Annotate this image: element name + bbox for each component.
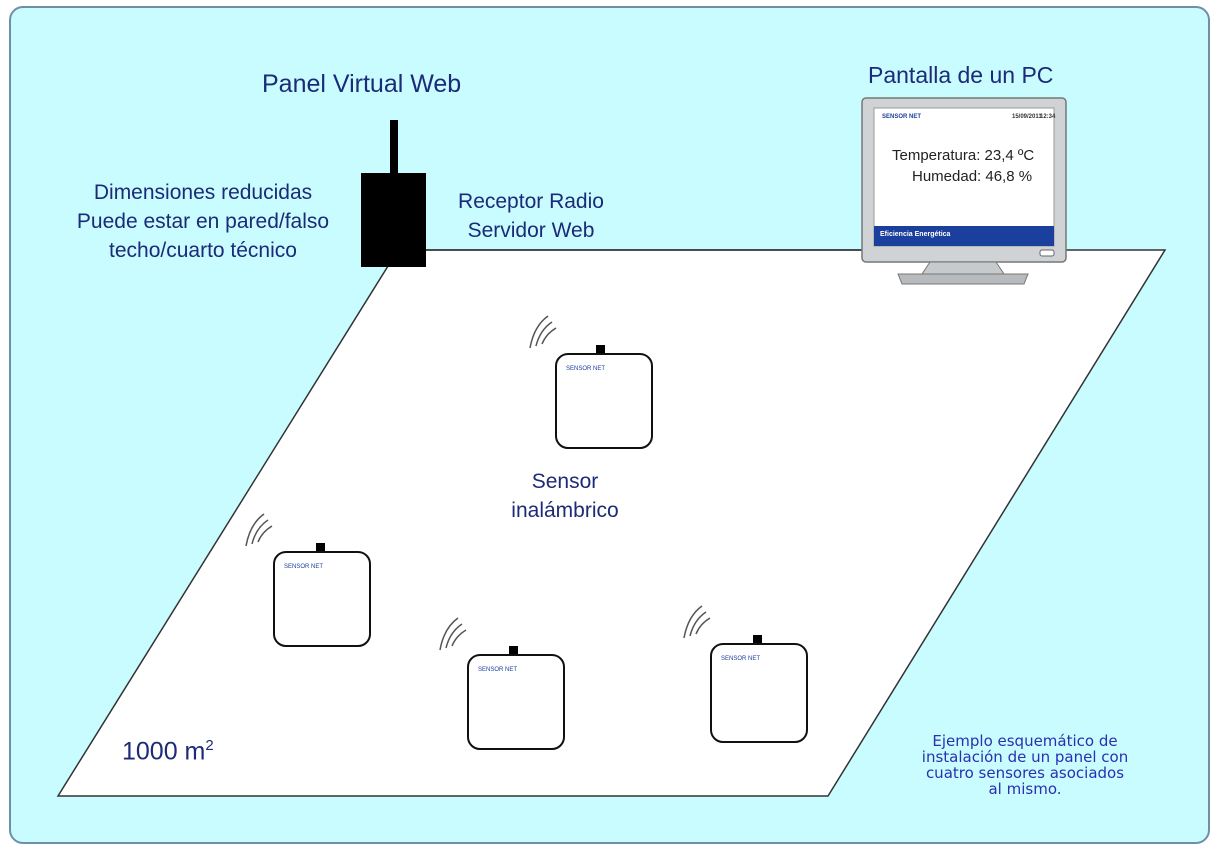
pc-time: 12:34 [1040,114,1056,120]
sensor-middle [467,646,565,750]
pc-date: 15/09/2011 [1012,114,1042,120]
sensor-label: Sensor inalámbrico [490,467,640,525]
panel-desc-line: techo/cuarto técnico [109,239,297,262]
sensor-brand: SENSOR NET [721,656,761,662]
pc-footer-title: Eficiencia Energética [880,231,951,238]
panel-description: Dimensiones reducidas Puede estar en par… [48,178,358,265]
radio-waves-middle [439,617,467,651]
panel-antenna [390,120,398,174]
radio-waves-top [529,315,557,349]
caption-line: al mismo. [988,780,1062,798]
receiver-label: Receptor Radio Servidor Web [432,187,630,245]
area-exponent: 2 [205,737,214,754]
pc-brand: SENSOR NET [882,114,922,120]
sensor-brand: SENSOR NET [284,564,324,570]
panel-desc-line: Puede estar en pared/falso [76,210,330,233]
radio-waves-right [683,605,711,639]
pc-humidity: Humedad: 46,8 % [912,168,1033,185]
radio-waves-left [245,513,273,547]
pc-temperature: Temperatura: 23,4 ºC [892,147,1035,164]
caption-line: cuatro sensores asociados [925,764,1125,782]
panel-box [361,173,426,267]
caption-line: instalación de un panel con [921,748,1129,766]
sensor-right [710,635,808,743]
panel-title: Panel Virtual Web [262,70,462,98]
area-value: 1000 m [122,737,206,766]
panel-desc-line: Dimensiones reducidas [93,181,313,204]
area-label: 1000 m2 [122,737,214,766]
sensor-brand: SENSOR NET [566,366,606,372]
sensor-label-line: inalámbrico [511,499,619,522]
receiver-line: Servidor Web [467,219,595,242]
receiver-line: Receptor Radio [458,190,604,213]
sensor-top [555,345,653,449]
sensor-brand: SENSOR NET [478,667,518,673]
pc-title: Pantalla de un PC [868,62,1054,88]
sensor-label-line: Sensor [531,470,599,493]
caption-line: Ejemplo esquemático de [932,732,1118,750]
pc-monitor [861,97,1067,285]
sensor-left [273,543,371,647]
diagram-caption: Ejemplo esquemático de instalación de un… [920,733,1130,797]
